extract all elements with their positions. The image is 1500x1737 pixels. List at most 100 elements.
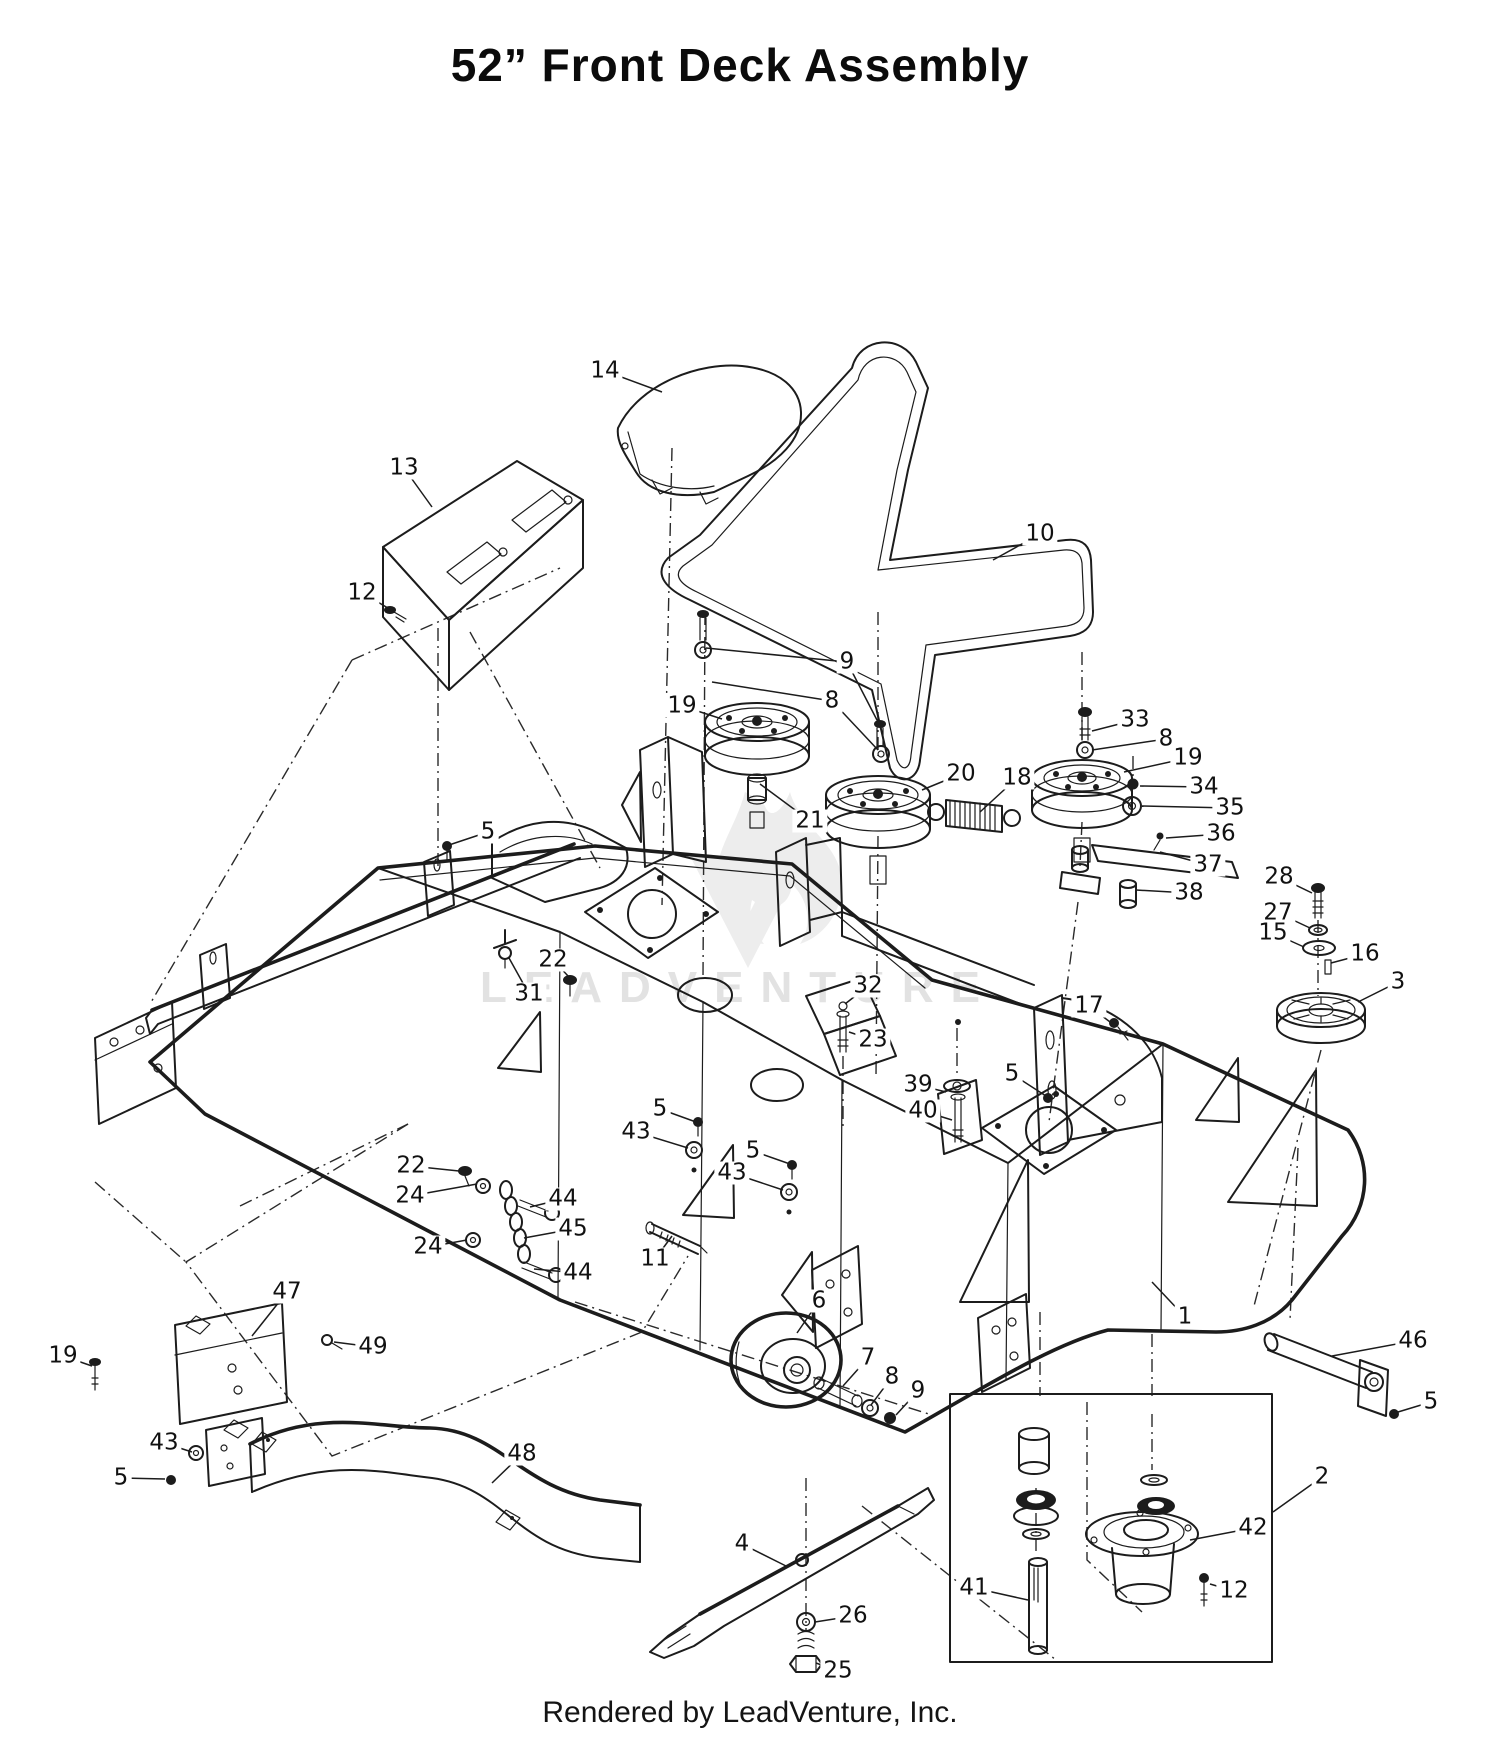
callout-18: 18 — [999, 766, 1035, 790]
callout-27: 27 — [1260, 901, 1296, 925]
belt-cover-left — [382, 460, 584, 691]
callout-2: 2 — [1311, 1465, 1333, 1489]
callout-5: 5 — [742, 1139, 764, 1163]
idler-pulley-19-right — [1031, 759, 1133, 863]
leader-line-8 — [711, 681, 833, 702]
callout-34: 34 — [1186, 775, 1222, 799]
watermark: LEADVENTURE — [480, 792, 980, 1012]
idler-arm-assembly — [1059, 778, 1239, 909]
callout-22: 22 — [535, 948, 571, 972]
callout-48: 48 — [504, 1442, 540, 1466]
callout-13: 13 — [386, 456, 422, 480]
callout-20: 20 — [943, 762, 979, 786]
callout-46: 46 — [1395, 1329, 1431, 1353]
caster-wheel-group — [729, 1311, 896, 1424]
discharge-chute-48 — [248, 1420, 642, 1563]
spindle-detail-box — [949, 1393, 1273, 1663]
deck-cover-14 — [616, 364, 803, 505]
callout-44: 44 — [560, 1261, 596, 1285]
callout-5: 5 — [649, 1097, 671, 1121]
footer-credit: Rendered by LeadVenture, Inc. — [542, 1696, 958, 1729]
spacer-38-icon — [1119, 879, 1137, 889]
callout-43: 43 — [714, 1161, 750, 1185]
callout-26: 26 — [835, 1604, 871, 1628]
washer-27-icon — [1308, 924, 1328, 936]
callout-9: 9 — [836, 650, 858, 674]
callout-6: 6 — [808, 1289, 830, 1313]
callout-10: 10 — [1022, 522, 1058, 546]
callout-44: 44 — [545, 1187, 581, 1211]
callout-49: 49 — [355, 1335, 391, 1359]
leader-line-9 — [705, 647, 848, 663]
callout-35: 35 — [1212, 796, 1248, 820]
callout-16: 16 — [1347, 942, 1383, 966]
screw-49-icon — [321, 1334, 333, 1346]
callout-39: 39 — [900, 1073, 936, 1097]
deck-shell — [94, 844, 1367, 1434]
callout-19: 19 — [1170, 746, 1206, 770]
callout-12: 12 — [1216, 1579, 1252, 1603]
construction-lines — [94, 447, 1322, 1661]
callout-28: 28 — [1261, 865, 1297, 889]
callout-37: 37 — [1190, 853, 1226, 877]
page-title: 52” Front Deck Assembly — [450, 39, 1030, 91]
callout-38: 38 — [1171, 881, 1207, 905]
washer-15-icon — [1302, 940, 1336, 956]
bolt-17-icon — [1109, 1018, 1119, 1028]
callout-leader-lines — [62, 370, 1432, 1672]
extension-spring-18 — [927, 799, 1021, 833]
bolt-washer-9-8-left — [694, 610, 712, 659]
callout-19: 19 — [45, 1344, 81, 1368]
callout-43: 43 — [146, 1431, 182, 1455]
bolt-12-icon — [1199, 1573, 1209, 1583]
callout-12: 12 — [344, 581, 380, 605]
rear-roller-46 — [1263, 1332, 1399, 1419]
bolt-33-washer-8 — [1076, 707, 1094, 759]
callout-4: 4 — [731, 1532, 753, 1556]
callout-47: 47 — [269, 1280, 305, 1304]
bolt-22-icon — [563, 975, 577, 985]
callout-5: 5 — [477, 820, 499, 844]
bolt-28-icon — [1311, 883, 1325, 893]
engine-pulley-stack-right — [1276, 883, 1366, 1044]
callout-41: 41 — [956, 1576, 992, 1600]
bolt-5-icon — [442, 841, 452, 851]
callout-5: 5 — [110, 1466, 132, 1490]
knob-31-icon — [498, 946, 512, 960]
callout-24: 24 — [410, 1235, 446, 1259]
callout-40: 40 — [905, 1099, 941, 1123]
wheel-6-icon — [729, 1311, 843, 1409]
callout-15: 15 — [1255, 921, 1291, 945]
callout-5: 5 — [1420, 1390, 1442, 1414]
idler-pulley-19-left — [704, 702, 810, 829]
callout-21: 21 — [792, 809, 828, 833]
callout-3: 3 — [1387, 970, 1409, 994]
spindle-housing-42-icon — [1085, 1511, 1199, 1557]
callout-1: 1 — [1174, 1305, 1196, 1329]
callout-14: 14 — [587, 359, 623, 383]
callout-45: 45 — [555, 1217, 591, 1241]
leader-line-8 — [1091, 738, 1167, 751]
callout-33: 33 — [1117, 708, 1153, 732]
idler-arm-37-icon — [1091, 844, 1239, 879]
callout-36: 36 — [1203, 822, 1239, 846]
callout-7: 7 — [857, 1346, 879, 1370]
callout-8: 8 — [821, 689, 843, 713]
front-lift-rail — [145, 820, 629, 1035]
mower-blade-group — [649, 1487, 935, 1673]
spindle-shaft-41-icon — [1028, 1557, 1048, 1567]
callout-5: 5 — [1001, 1062, 1023, 1086]
callout-11: 11 — [637, 1247, 673, 1271]
callout-8: 8 — [881, 1365, 903, 1389]
fitting-36-icon — [1156, 832, 1164, 840]
callout-25: 25 — [820, 1659, 856, 1683]
screw-19-icon — [89, 1358, 101, 1366]
key-16-icon — [1324, 959, 1332, 975]
deflector-plate-47 — [89, 1302, 343, 1487]
callout-42: 42 — [1235, 1516, 1271, 1540]
nut-34-icon — [1127, 778, 1139, 790]
drive-belt — [660, 341, 1094, 781]
callout-32: 32 — [850, 974, 886, 998]
washer-35-icon — [1122, 796, 1142, 816]
